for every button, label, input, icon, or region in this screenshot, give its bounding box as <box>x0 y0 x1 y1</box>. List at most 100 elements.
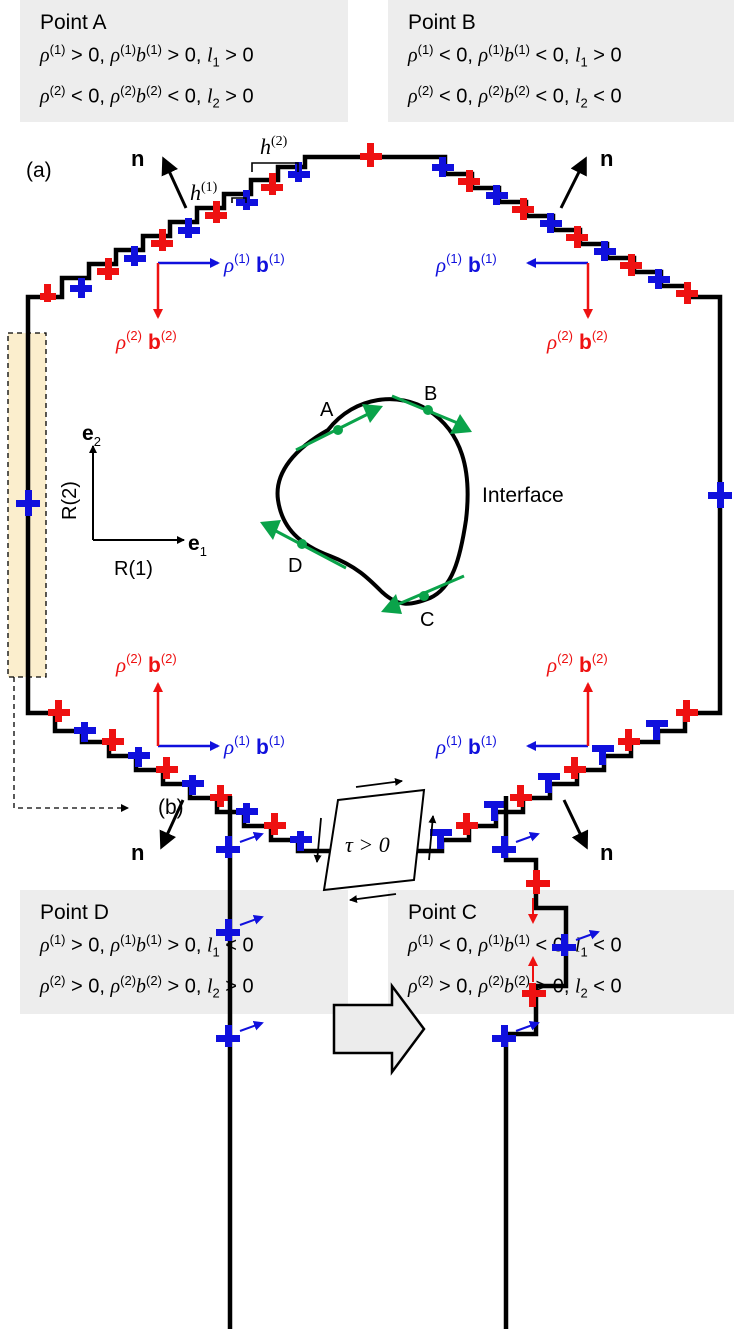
dislocation-blue <box>430 829 452 849</box>
dislocation-blue <box>236 803 258 823</box>
b-dislocation-blue <box>492 836 516 858</box>
normal-arrow-top-right <box>559 156 587 209</box>
dislocation-blue <box>486 185 508 205</box>
rho2-b2-label-bl: ρ(2)b(2) <box>115 651 177 677</box>
point-c-title: Point C <box>408 901 477 924</box>
point-a-title: Point A <box>40 11 107 34</box>
tangent-a-head <box>362 404 383 423</box>
dislocation-red <box>620 254 642 276</box>
point-a-label: A <box>320 399 334 421</box>
point-c-dot <box>419 591 429 601</box>
tangent-d-head <box>260 520 281 540</box>
point-b-line1: ρ(1) < 0, ρ(1)b(1) < 0, l1 > 0 <box>408 42 622 70</box>
point-c-label: C <box>420 609 434 631</box>
dislocation-red <box>618 729 640 751</box>
dislocation-blue <box>646 720 668 740</box>
point-b-line2: ρ(2) < 0, ρ(2)b(2) < 0, l2 < 0 <box>408 82 622 111</box>
tangent-c-head <box>381 594 402 614</box>
rho2-b2-label-br: ρ(2)b(2) <box>546 651 608 677</box>
dislocation-red <box>564 757 586 779</box>
dislocation-blue <box>290 831 312 851</box>
r1-label: R(1) <box>114 558 153 580</box>
rho1-b1-label-tr: ρ(1)b(1) <box>435 251 497 277</box>
rho2-b2-label-tl: ρ(2)b(2) <box>115 328 177 354</box>
dislocation-blue <box>16 490 40 516</box>
b-arrow-blue <box>575 930 600 941</box>
point-c-box: Point C ρ(1) < 0, ρ(1)b(1) < 0, l1 < 0 ρ… <box>388 890 734 1014</box>
point-a-line2: ρ(2) < 0, ρ(2)b(2) < 0, l2 > 0 <box>40 82 254 111</box>
dislocation-red <box>205 201 227 223</box>
interface-curve <box>275 397 470 606</box>
panel-a-label: (a) <box>26 159 52 182</box>
tangent-d <box>273 528 347 570</box>
shear-arrow-bottom <box>349 893 397 904</box>
dislocation-red <box>48 700 70 722</box>
tangent-c <box>393 574 465 608</box>
b-dislocation-blue <box>216 919 240 941</box>
e1-label: e1 <box>188 532 207 559</box>
normal-arrow-top-left <box>161 156 188 209</box>
dislocation-blue <box>178 218 200 238</box>
b-dislocation-blue <box>216 1025 240 1047</box>
dislocation-red <box>676 700 698 722</box>
b-arrow-blue <box>239 832 264 843</box>
h2-bracket <box>251 162 299 172</box>
shear-arrow-right <box>428 815 437 861</box>
point-d-box: Point D ρ(1) > 0, ρ(1)b(1) > 0, l1 < 0 ρ… <box>20 890 348 1014</box>
dislocation-red <box>566 226 588 248</box>
b-arrow-blue <box>239 915 264 926</box>
dislocation-blue <box>128 747 150 767</box>
b-dislocation-blue <box>492 1025 516 1047</box>
dislocation-blue <box>70 278 92 298</box>
rho2-b2-label-tr: ρ(2)b(2) <box>546 328 608 354</box>
normal-arrow-bottom-left <box>159 799 185 850</box>
e2-label: e2 <box>82 422 101 449</box>
normal-label-bottom-left: n <box>131 840 144 865</box>
interface-tangents <box>260 394 472 614</box>
h1-label: h(1) <box>190 180 218 205</box>
rho1-b1-label-tl: ρ(1)b(1) <box>223 251 285 277</box>
normal-arrow-bottom-right <box>562 799 589 850</box>
shear-arrow-left <box>313 817 322 863</box>
b-arrow-blue <box>239 1021 264 1032</box>
point-b-box: Point B ρ(1) < 0, ρ(1)b(1) < 0, l1 > 0 ρ… <box>388 0 734 122</box>
dislocation-red <box>102 729 124 751</box>
point-a-dot <box>333 425 343 435</box>
point-a-line1: ρ(1) > 0, ρ(1)b(1) > 0, l1 > 0 <box>40 42 254 70</box>
point-d-dot <box>297 539 307 549</box>
h2-label: h(2) <box>260 134 288 159</box>
point-c-line1: ρ(1) < 0, ρ(1)b(1) < 0, l1 < 0 <box>408 932 622 960</box>
b-dislocation-blue <box>216 836 240 858</box>
dislocation-red <box>456 813 478 835</box>
tau-label: τ > 0 <box>345 832 390 857</box>
dislocation-red <box>510 785 532 807</box>
dislocation-blue <box>432 157 454 177</box>
rho1-b1-label-bl: ρ(1)b(1) <box>223 733 285 759</box>
dislocation-blue <box>648 269 670 289</box>
dislocation-red <box>156 757 178 779</box>
dislocation-blue <box>594 241 616 261</box>
point-d-line1: ρ(1) > 0, ρ(1)b(1) > 0, l1 < 0 <box>40 932 254 960</box>
dislocation-red <box>97 258 119 280</box>
dislocation-red <box>512 198 534 220</box>
dislocation-red <box>264 813 286 835</box>
normal-label-top-left: n <box>131 146 144 171</box>
r2-label: R(2) <box>59 481 81 520</box>
dislocations <box>16 143 732 864</box>
normal-label-bottom-right: n <box>600 840 613 865</box>
point-b-title: Point B <box>408 11 476 34</box>
transition-arrow <box>332 982 426 1076</box>
dislocation-blue <box>538 773 560 793</box>
zoom-lead-line <box>13 677 129 812</box>
interface-label: Interface <box>482 484 564 507</box>
dislocation-blue <box>592 745 614 765</box>
dislocation-blue <box>182 775 204 795</box>
point-d-label: D <box>288 555 302 577</box>
point-b-label: B <box>424 383 437 405</box>
dislocation-blue <box>708 482 732 508</box>
dislocation-red <box>676 282 698 304</box>
dislocation-red <box>261 173 283 195</box>
point-d-line2: ρ(2) > 0, ρ(2)b(2) > 0, l2 > 0 <box>40 972 254 1001</box>
rho1-b1-label-br: ρ(1)b(1) <box>435 733 497 759</box>
